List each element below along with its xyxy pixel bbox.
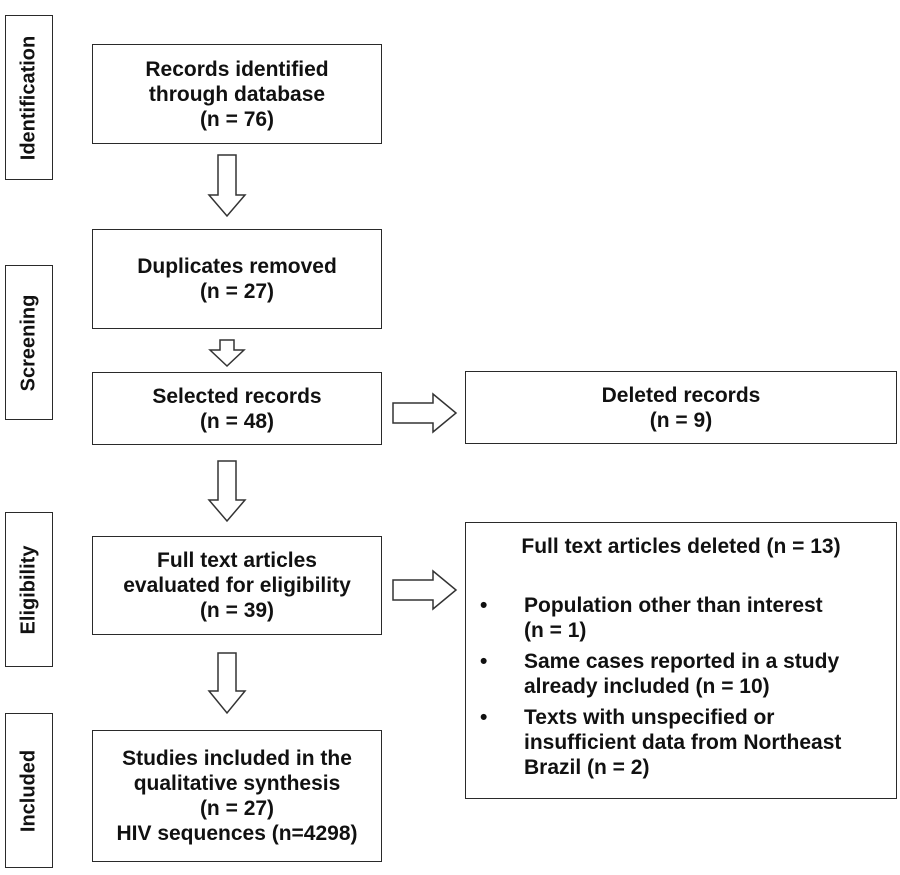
box-line: (n = 48)	[199, 409, 275, 433]
down-arrow-icon	[207, 154, 247, 218]
records-identified-box: Records identified through database (n =…	[92, 44, 382, 144]
right-arrow-icon	[392, 569, 458, 611]
box-line: HIV sequences (n=4298)	[116, 822, 358, 845]
studies-included-box: Studies included in the qualitative synt…	[92, 730, 382, 862]
list-item-line: Brazil (n = 2)	[524, 756, 650, 779]
list-item: • Same cases reported in a study already…	[474, 649, 888, 699]
box-line: Deleted records	[601, 383, 761, 407]
bullet-icon: •	[480, 594, 488, 617]
deleted-records-box: Deleted records (n = 9)	[465, 371, 897, 444]
bullet-icon: •	[480, 706, 488, 729]
list-item: • Population other than interest (n = 1)	[474, 593, 888, 643]
box-line: Full text articles	[157, 549, 317, 572]
right-arrow-icon	[392, 392, 458, 434]
stage-identification: Identification	[5, 15, 53, 180]
list-item-line: (n = 1)	[524, 619, 587, 642]
box-line: Selected records	[152, 384, 322, 408]
selected-records-box: Selected records (n = 48)	[92, 372, 382, 445]
box-line: (n = 9)	[649, 408, 713, 432]
down-arrow-icon	[207, 652, 247, 715]
full-text-evaluated-box: Full text articles evaluated for eligibi…	[92, 536, 382, 635]
box-line: (n = 27)	[199, 797, 275, 820]
box-line: through database	[148, 82, 326, 106]
down-arrow-icon	[208, 339, 246, 368]
stage-eligibility: Eligibility	[5, 512, 53, 667]
list-item-line: Texts with unspecified or	[524, 706, 775, 729]
list-item-line: insufficient data from Northeast	[524, 731, 842, 754]
box-line: Studies included in the	[122, 747, 352, 770]
list-item-line: Same cases reported in a study	[524, 650, 840, 673]
box-line: (n = 39)	[199, 599, 275, 622]
box-line: (n = 76)	[199, 107, 275, 131]
list-item-line: already included (n = 10)	[524, 675, 770, 698]
duplicates-removed-box: Duplicates removed (n = 27)	[92, 229, 382, 329]
full-text-deleted-box: Full text articles deleted (n = 13) • Po…	[465, 522, 897, 799]
stage-included: Included	[5, 713, 53, 868]
down-arrow-icon	[207, 460, 247, 523]
list-item: • Texts with unspecified or insufficient…	[474, 705, 888, 780]
box-line: Duplicates removed	[137, 255, 337, 278]
box-line: qualitative synthesis	[133, 772, 341, 795]
stage-screening: Screening	[5, 265, 53, 420]
full-text-deleted-title: Full text articles deleted (n = 13)	[521, 535, 841, 558]
box-line: evaluated for eligibility	[123, 574, 351, 597]
exclusion-reasons-list: • Population other than interest (n = 1)…	[474, 593, 888, 786]
box-line: Records identified	[145, 57, 329, 81]
list-item-line: Population other than interest	[524, 594, 823, 617]
bullet-icon: •	[480, 650, 488, 673]
box-line: (n = 27)	[199, 280, 275, 303]
